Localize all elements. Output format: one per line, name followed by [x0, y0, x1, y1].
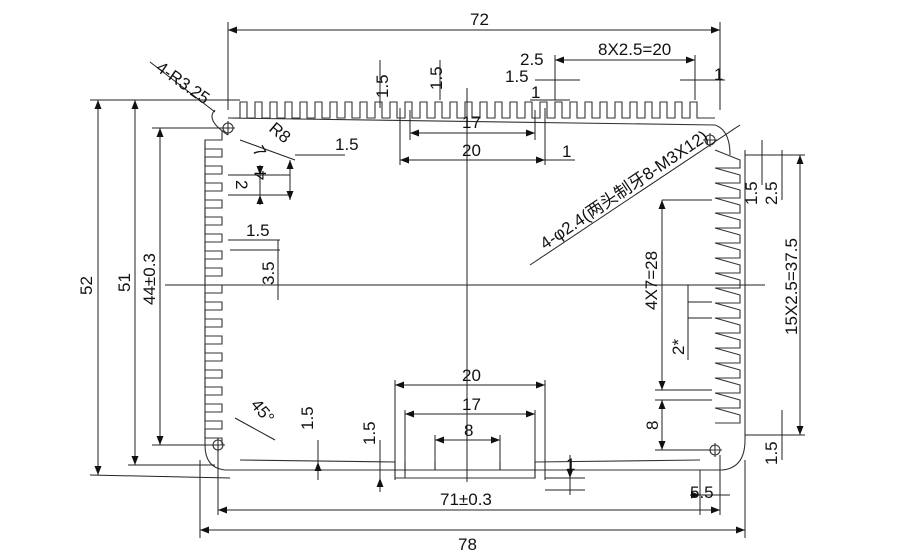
dim-78: 78 [458, 535, 477, 554]
arrowhead [555, 56, 564, 64]
arrowhead [256, 195, 264, 204]
arrowhead [410, 129, 419, 137]
top-fins [228, 101, 715, 119]
arrowhead [131, 456, 139, 465]
dim-right-15: 1.5 [742, 181, 761, 205]
dim-left-4: 4 [251, 171, 270, 180]
arrowhead [491, 436, 500, 444]
dim-top-17: 17 [462, 113, 481, 132]
dim-bottom-1: 1 [566, 455, 575, 474]
arrowhead [536, 381, 545, 389]
left-outer-edge [204, 109, 229, 471]
arrowhead [736, 526, 745, 534]
dim-bottom-8: 8 [464, 421, 473, 440]
dim-bottom-55: 5.5 [690, 483, 714, 502]
arrowhead [658, 400, 666, 409]
arrowhead [256, 166, 264, 175]
arrowhead [658, 381, 666, 390]
arrowhead [435, 436, 444, 444]
dimension-labels: 72 78 71±0.3 52 51 44±0.3 4-R3.25 R8 7 1… [77, 10, 801, 554]
arrowhead [658, 441, 666, 450]
arrowhead [566, 469, 574, 478]
dim-fin-15: 1.5 [505, 67, 529, 86]
arrowhead [536, 156, 545, 164]
dim-bottom-15a: 1.5 [298, 406, 317, 430]
bottom-slots [239, 459, 701, 479]
arrowhead [286, 191, 294, 200]
arrowhead [314, 462, 322, 471]
dim-top-fin-1: 1.5 [373, 74, 392, 98]
dim-top-20: 20 [462, 141, 481, 160]
arrowhead [131, 100, 139, 109]
dim-51: 51 [115, 273, 134, 292]
arrowhead [286, 160, 294, 169]
arrowhead [658, 200, 666, 209]
arrowhead [526, 129, 535, 137]
dim-right-25: 2.5 [762, 181, 781, 205]
dim-angle-45: 45° [247, 395, 278, 427]
arrowhead [376, 478, 384, 487]
dim-right-2: 2* [669, 339, 688, 355]
dimension-lines [89, 22, 805, 538]
dim-right-bottom-15: 1.5 [762, 441, 781, 465]
dim-right-28: 4X7=28 [642, 251, 661, 310]
arrowhead [400, 156, 409, 164]
dim-pitch-25: 2.5 [520, 50, 544, 69]
dim-r8: R8 [265, 119, 294, 148]
dim-top-pitch: 8X2.5=20 [598, 40, 671, 59]
dim-top-right-1: 1 [714, 65, 723, 84]
arrowhead [228, 26, 237, 34]
right-fins [714, 149, 741, 424]
arrowhead [218, 506, 227, 514]
arrowhead [691, 491, 700, 499]
arrowhead [395, 381, 404, 389]
dim-top-gap: 1.5 [335, 135, 359, 154]
arrowhead [796, 426, 804, 435]
arrowhead [686, 56, 695, 64]
dim-7: 7 [249, 143, 270, 161]
arrowhead [94, 466, 102, 475]
arrowhead [711, 26, 720, 34]
dim-top-fin-2: 1.5 [427, 66, 446, 90]
dim-72: 72 [470, 10, 489, 29]
arrowhead [796, 155, 804, 164]
dim-71: 71±0.3 [440, 490, 492, 509]
dim-bottom-20: 20 [462, 366, 481, 385]
arrowhead [711, 506, 720, 514]
top-inner-wall [227, 117, 716, 126]
arrowhead [94, 100, 102, 109]
left-fins [204, 130, 223, 445]
arrowhead [526, 410, 535, 418]
dim-left-15: 1.5 [246, 221, 270, 240]
dim-44: 44±0.3 [140, 253, 159, 305]
dim-left-2: 2 [232, 180, 251, 189]
dim-right-375: 15X2.5=37.5 [782, 238, 801, 335]
arrowhead [405, 410, 414, 418]
bottom-inner-slot [404, 462, 501, 474]
dim-right-8: 8 [643, 421, 662, 430]
dim-top-1: 1 [562, 142, 571, 161]
dim-bottom-17: 17 [462, 395, 481, 414]
dim-fin-1: 1 [531, 83, 540, 102]
arrowhead [156, 436, 164, 445]
dim-bottom-15b: 1.5 [360, 421, 379, 445]
dim-left-35: 3.5 [259, 261, 278, 285]
dim-52: 52 [77, 276, 96, 295]
arrowhead [156, 128, 164, 137]
dimension-arrows [94, 26, 804, 534]
right-outer-edge [225, 124, 746, 471]
arrowhead [200, 526, 209, 534]
